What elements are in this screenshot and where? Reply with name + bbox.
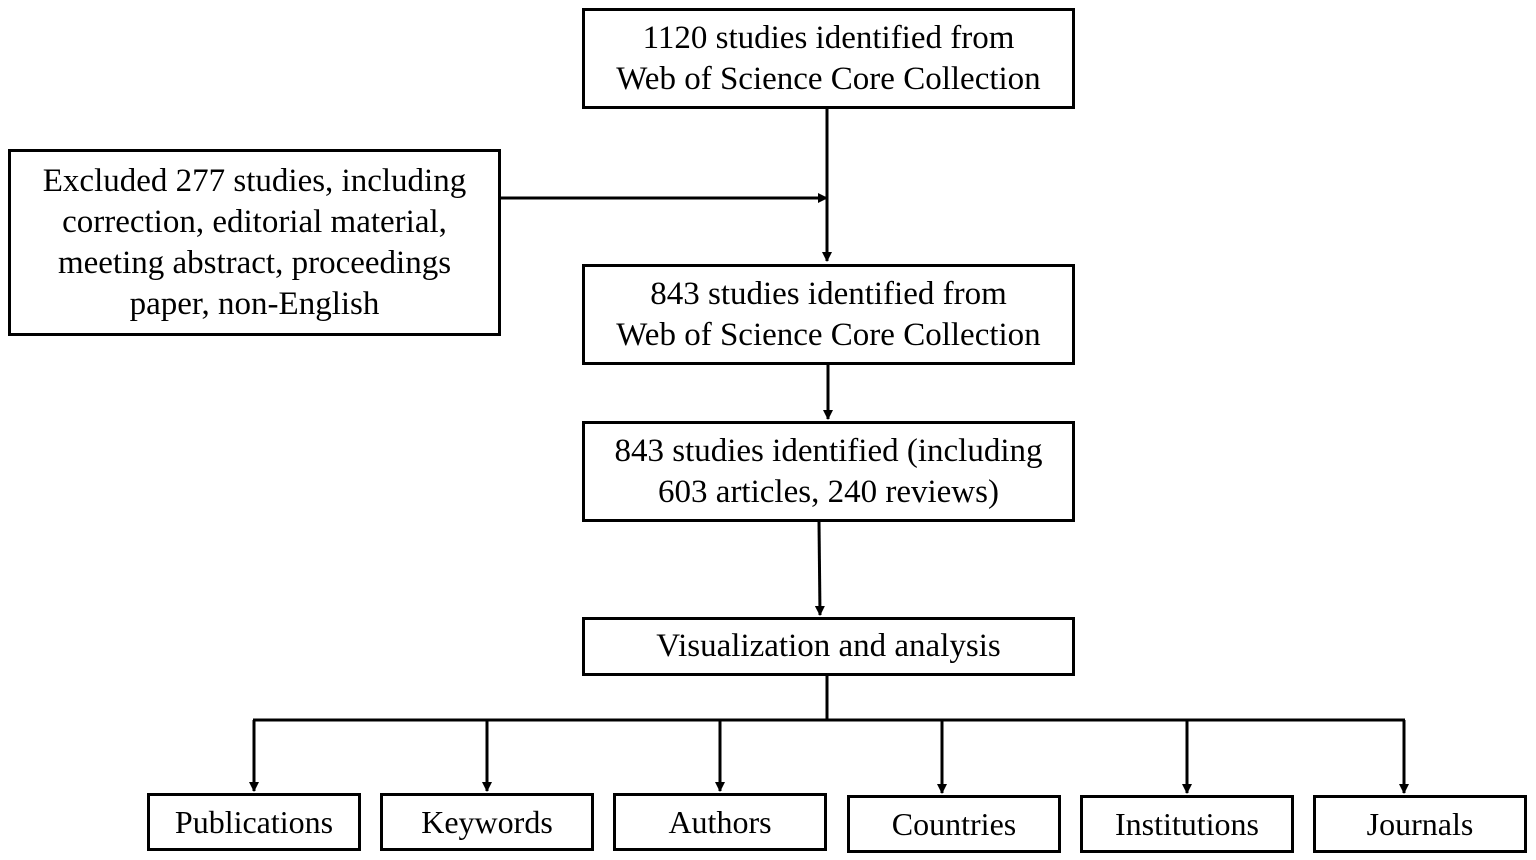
analysis-box: Visualization and analysis bbox=[582, 617, 1075, 676]
output-label-institutions: Institutions bbox=[1114, 806, 1259, 842]
screened-studies-line-2: Web of Science Core Collection bbox=[616, 316, 1041, 353]
excluded-studies-line-3: meeting abstract, proceedings bbox=[57, 244, 452, 281]
output-label-journals: Journals bbox=[1366, 806, 1474, 842]
initial-studies-line-2: Web of Science Core Collection bbox=[616, 60, 1041, 97]
excluded-studies-line-1: Excluded 277 studies, including bbox=[42, 162, 467, 199]
excluded-studies-box: Excluded 277 studies, including correcti… bbox=[8, 149, 501, 336]
output-box-keywords: Keywords bbox=[380, 793, 594, 851]
screened-studies-line-1: 843 studies identified from bbox=[650, 275, 1007, 312]
excluded-studies-line-2: correction, editorial material, bbox=[62, 203, 447, 240]
arrow-included-to-analysis bbox=[814, 521, 825, 616]
excluded-studies-line-4: paper, non-English bbox=[129, 285, 380, 322]
output-label-publications: Publications bbox=[174, 804, 334, 840]
screened-studies-box: 843 studies identified from Web of Scien… bbox=[582, 264, 1075, 365]
analysis-label: Visualization and analysis bbox=[656, 628, 1001, 664]
output-label-authors: Authors bbox=[668, 804, 772, 840]
initial-studies-box: 1120 studies identified from Web of Scie… bbox=[582, 8, 1075, 109]
output-box-publications: Publications bbox=[147, 793, 361, 851]
output-box-journals: Journals bbox=[1313, 795, 1527, 853]
output-label-countries: Countries bbox=[891, 806, 1017, 842]
included-studies-line-2: 603 articles, 240 reviews) bbox=[658, 473, 999, 510]
output-box-authors: Authors bbox=[613, 793, 827, 851]
output-box-institutions: Institutions bbox=[1080, 795, 1294, 853]
included-studies-line-1: 843 studies identified (including bbox=[614, 432, 1043, 469]
included-studies-box: 843 studies identified (including 603 ar… bbox=[582, 421, 1075, 522]
output-box-countries: Countries bbox=[847, 795, 1061, 853]
output-label-keywords: Keywords bbox=[421, 804, 553, 840]
initial-studies-line-1: 1120 studies identified from bbox=[642, 19, 1015, 56]
